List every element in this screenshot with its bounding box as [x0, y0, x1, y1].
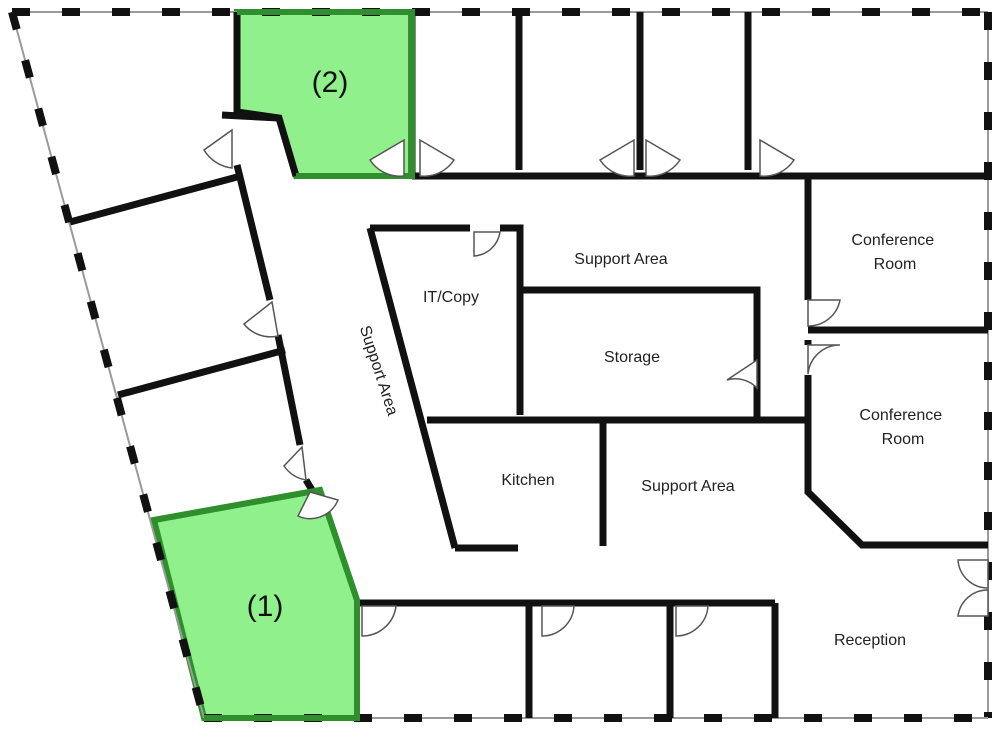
door-icon[interactable]	[283, 445, 307, 481]
label-support-area-top: Support Area	[574, 251, 668, 268]
exterior-windows	[8, 8, 992, 722]
label-reception: Reception	[834, 632, 906, 649]
door-icon[interactable]	[759, 138, 796, 177]
label-kitchen: Kitchen	[501, 472, 554, 489]
door-icon[interactable]	[202, 128, 233, 169]
door-icon[interactable]	[807, 299, 841, 327]
door-icon[interactable]	[419, 138, 456, 177]
door-icon[interactable]	[296, 491, 340, 520]
room-1-label: (1)	[247, 590, 284, 623]
label-it-copy: IT/Copy	[423, 289, 479, 306]
door-icon[interactable]	[541, 605, 575, 637]
door-icon[interactable]	[957, 559, 989, 589]
door-icon[interactable]	[242, 300, 279, 338]
door-icon[interactable]	[473, 231, 501, 257]
door-icon[interactable]	[807, 344, 841, 375]
room-2-label: (2)	[312, 66, 349, 99]
door-icon[interactable]	[645, 138, 682, 177]
door-icon[interactable]	[957, 589, 989, 617]
label-storage: Storage	[604, 349, 660, 366]
door-icon[interactable]	[675, 605, 709, 637]
doors	[202, 128, 989, 637]
door-icon[interactable]	[598, 138, 635, 177]
label-support-area-vertical: Support Area	[356, 324, 401, 418]
label-conference-room-2: Conference Room	[859, 407, 946, 448]
door-icon[interactable]	[361, 605, 397, 637]
label-support-area-bottom: Support Area	[641, 478, 735, 495]
interior-walls	[69, 12, 988, 718]
door-icon[interactable]	[368, 138, 405, 177]
label-conference-room-1: Conference Room	[851, 232, 938, 273]
door-icon[interactable]	[726, 358, 758, 390]
